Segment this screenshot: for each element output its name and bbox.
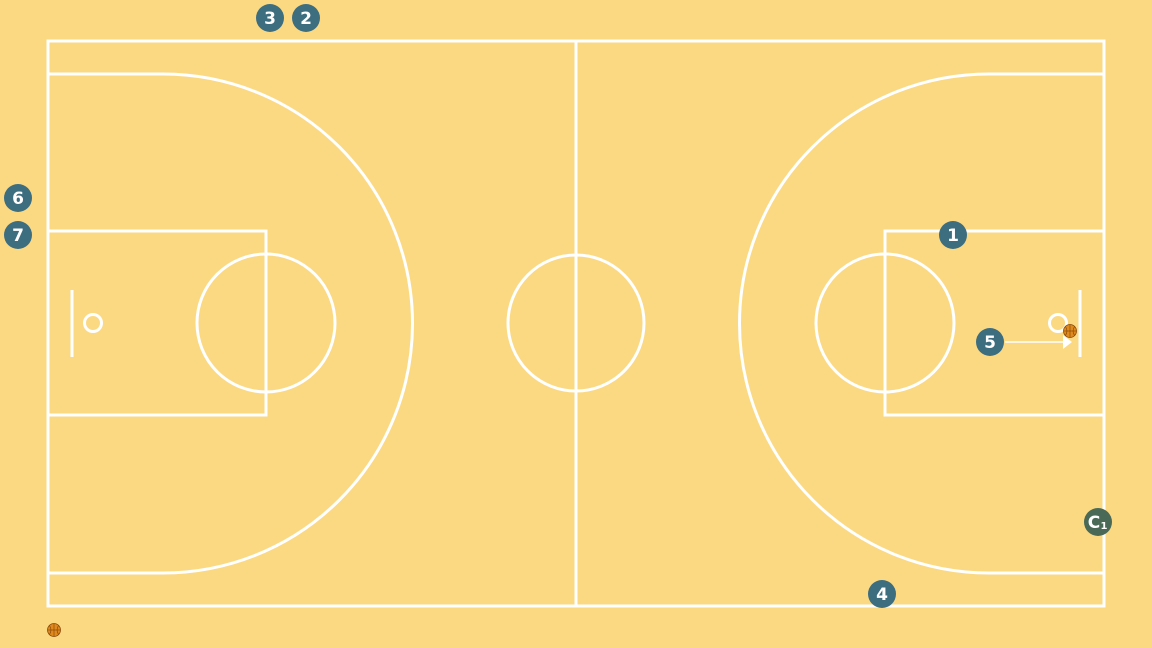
- coach-1-marker[interactable]: C 1: [1084, 508, 1112, 536]
- player-4-marker[interactable]: 4: [868, 580, 896, 608]
- player-7-label: 7: [12, 226, 24, 246]
- left-key: [46, 229, 268, 417]
- center-circle: [506, 253, 646, 393]
- coach-letter: C: [1088, 513, 1100, 533]
- right-free-throw-circle: [814, 252, 956, 394]
- player-6-label: 6: [12, 189, 24, 209]
- left-three-point-line: [48, 72, 414, 575]
- player-1-marker[interactable]: 1: [939, 221, 967, 249]
- right-key: [883, 229, 1106, 417]
- basketball-icon[interactable]: [47, 623, 61, 637]
- player-5-label: 5: [984, 333, 996, 353]
- player-3-label: 3: [264, 9, 276, 29]
- arrow-icon: [1005, 335, 1072, 349]
- right-hoop: [1048, 313, 1068, 333]
- player-6-marker[interactable]: 6: [4, 184, 32, 212]
- player-1-label: 1: [947, 226, 959, 246]
- player-4-label: 4: [876, 585, 888, 605]
- player-2-marker[interactable]: 2: [292, 4, 320, 32]
- player-7-marker[interactable]: 7: [4, 221, 32, 249]
- player-2-label: 2: [300, 9, 312, 29]
- court-lines: [46, 39, 1106, 608]
- coach-number: 1: [1101, 521, 1108, 532]
- left-free-throw-circle: [195, 252, 337, 394]
- player-3-marker[interactable]: 3: [256, 4, 284, 32]
- basketball-icon[interactable]: [1063, 324, 1077, 338]
- left-hoop: [83, 313, 103, 333]
- right-three-point-line: [738, 72, 1104, 575]
- player-5-marker[interactable]: 5: [976, 328, 1004, 356]
